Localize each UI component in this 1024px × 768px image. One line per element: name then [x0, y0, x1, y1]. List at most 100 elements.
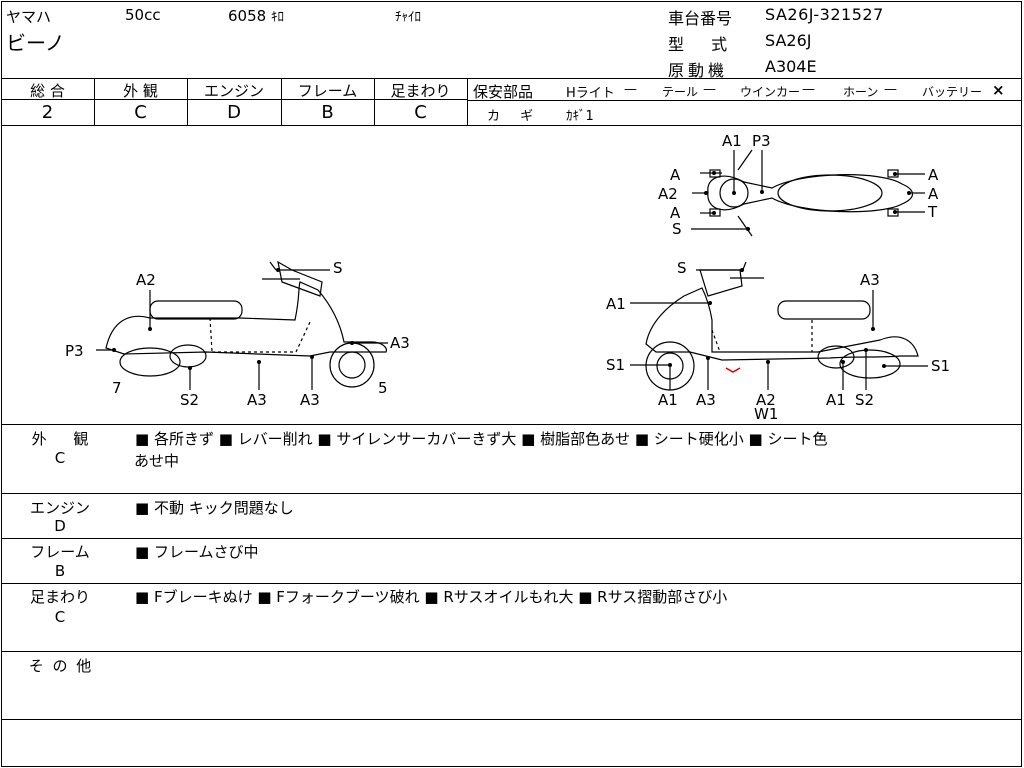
- diagram-label: S1: [931, 357, 950, 375]
- detail-engine-grade: D: [54, 517, 66, 535]
- grade-exterior-value: C: [134, 102, 147, 123]
- diagram-label: A3: [247, 391, 267, 409]
- horn-label: ホーン: [843, 85, 879, 99]
- diagram-label: 5: [378, 379, 388, 397]
- key-label: カ ギ: [487, 109, 534, 124]
- diagram-label: A: [928, 166, 939, 184]
- divider: [1, 719, 1022, 720]
- top-view-seat: [777, 174, 883, 212]
- diagram-label: A2: [658, 185, 678, 203]
- diagram-label: S: [677, 259, 687, 277]
- right-view-body: [645, 287, 919, 361]
- horn-value: —: [884, 82, 897, 97]
- grade-engine-label: エンジン: [203, 82, 264, 100]
- divider: [187, 78, 188, 125]
- left-view-diagram: [96, 260, 388, 390]
- detail-suspension-label: 足まわり: [29, 588, 90, 606]
- divider: [1, 424, 1022, 425]
- right-view-seat: [777, 300, 871, 320]
- tail-label: テール: [662, 85, 699, 99]
- grade-exterior-label: 外 観: [123, 82, 158, 100]
- engine-label: 原動機: [668, 61, 729, 80]
- top-view-diagram: [691, 149, 925, 237]
- right-view-rear-wheel: [839, 349, 901, 379]
- diagram-label: S2: [180, 391, 199, 409]
- diagram-label: A: [928, 185, 939, 203]
- color: ﾁｬｲﾛ: [395, 10, 421, 25]
- detail-frame-grade: B: [54, 562, 66, 580]
- diagram-label: A1: [606, 295, 626, 313]
- diagram-label: S: [672, 220, 682, 238]
- key-value: ｶｷﾞ1: [566, 109, 594, 124]
- divider: [1, 78, 1022, 79]
- detail-frame-text: ■ フレームさび中: [135, 543, 259, 561]
- divider: [374, 78, 375, 125]
- tail-value: —: [703, 82, 716, 97]
- diagram-label: A2: [756, 391, 776, 409]
- left-view-rear-wheel: [119, 347, 181, 377]
- diagram-label: A1: [826, 391, 846, 409]
- type-value: SA26J: [765, 31, 812, 50]
- diagram-label: A2: [136, 271, 156, 289]
- diagram-label: A3: [696, 391, 716, 409]
- divider: [1, 125, 1022, 126]
- damage-diagram: A1 P3 A A2 A S A A T S A2 P3: [65, 132, 950, 423]
- detail-engine-label: エンジン: [29, 499, 90, 517]
- winker-value: —: [802, 82, 815, 97]
- detail-frame-label: フレーム: [30, 543, 90, 561]
- divider: [467, 78, 468, 125]
- frame-no-label: 車台番号: [668, 9, 733, 28]
- top-view-points: [704, 171, 911, 231]
- displacement: 50cc: [125, 6, 161, 24]
- maker: ヤマハ: [6, 8, 52, 26]
- diagram-label: A3: [860, 271, 880, 289]
- mileage-value: 6058: [228, 7, 267, 25]
- left-view-seat: [149, 300, 243, 320]
- detail-other-label: そ の 他: [28, 657, 92, 675]
- divider: [281, 78, 282, 125]
- detail-exterior-text-cont: あせ中: [134, 452, 180, 470]
- grade-frame-value: B: [321, 102, 334, 123]
- grade-frame-label: フレーム: [297, 82, 358, 100]
- diagram-label: A3: [390, 334, 410, 352]
- mileage: 6058 ｷﾛ: [228, 6, 284, 25]
- diagram-label: A1: [722, 132, 742, 150]
- right-view-diagram: [630, 261, 928, 391]
- diagram-label: P3: [65, 342, 84, 360]
- diagram-label: W1: [754, 405, 778, 423]
- grade-suspension-value: C: [414, 102, 427, 123]
- diagram-label: A: [670, 166, 681, 184]
- battery-label: バッテリー: [922, 85, 983, 99]
- top-view-labels: A1 P3 A A2 A S A A T: [658, 132, 939, 238]
- grade-total-value: 2: [41, 102, 54, 123]
- left-view-body: [105, 281, 387, 357]
- winker-label: ウインカー: [740, 85, 801, 99]
- battery-value: ×: [992, 81, 1005, 99]
- detail-exterior-label: 外 観: [31, 430, 89, 448]
- diagram-label: P3: [752, 132, 771, 150]
- model-name: ビーノ: [6, 31, 65, 55]
- divider: [1, 583, 1022, 584]
- type-label: 型 式: [668, 35, 728, 54]
- detail-engine-text: ■ 不動 キック問題なし: [135, 499, 294, 517]
- left-view-points: [112, 268, 354, 370]
- grade-suspension-label: 足まわり: [390, 82, 451, 100]
- diagram-label: S2: [855, 391, 874, 409]
- mileage-unit: ｷﾛ: [270, 10, 284, 25]
- diagram-label: 7: [112, 379, 122, 397]
- engine-value: A304E: [765, 57, 817, 76]
- diagram-label: A: [670, 204, 681, 222]
- diagram-label: S1: [606, 356, 625, 374]
- detail-suspension-grade: C: [54, 608, 66, 626]
- divider: [1, 99, 467, 100]
- left-view-labels: S A2 P3 7 S2 A3 A3 A3 5: [65, 259, 410, 409]
- right-view-red-mark: [725, 367, 741, 373]
- divider: [1, 538, 1022, 539]
- grade-engine-value: D: [227, 102, 241, 123]
- right-view-labels: S A1 A3 S1 A1 A3 A2 W1 A1 S2 S1: [606, 259, 950, 423]
- headlight-label: Hライト: [566, 86, 615, 101]
- diagram-label: S: [333, 259, 343, 277]
- divider: [467, 100, 1022, 101]
- left-view-front-wheel: [329, 342, 375, 388]
